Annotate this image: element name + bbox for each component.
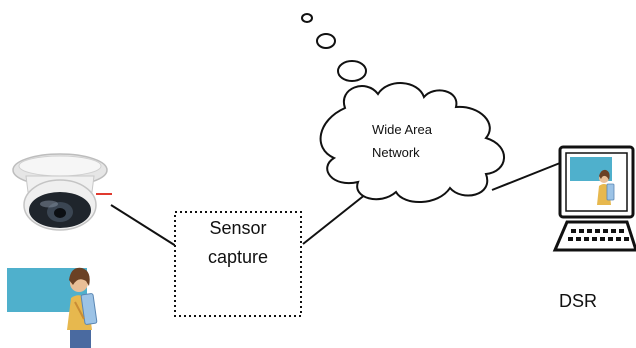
- computer-terminal-icon: [552, 145, 636, 252]
- wan-label: Wide Area Network: [372, 118, 432, 164]
- dsr-label: DSR: [559, 291, 598, 311]
- sensor-capture-box: [174, 211, 302, 317]
- cloud-to-terminal-link: [491, 162, 561, 191]
- sensor-to-cloud-link: [302, 189, 372, 245]
- wan-label-line2: Network: [372, 145, 420, 160]
- thought-bubbles: [301, 13, 367, 82]
- person-with-board-icon: [7, 267, 98, 348]
- sensor-capture-label-line2: capture: [207, 247, 269, 267]
- sensor-capture-label-line1: Sensor: [209, 218, 267, 238]
- security-camera-icon: [12, 153, 112, 231]
- wan-label-line1: Wide Area: [372, 122, 432, 137]
- camera-to-sensor-link: [110, 204, 177, 247]
- keyboard-keys: [568, 229, 629, 241]
- sensor-capture-label: Sensor capture: [176, 214, 300, 272]
- screen-person-icon: [597, 169, 615, 205]
- cloud-icon: [319, 82, 505, 204]
